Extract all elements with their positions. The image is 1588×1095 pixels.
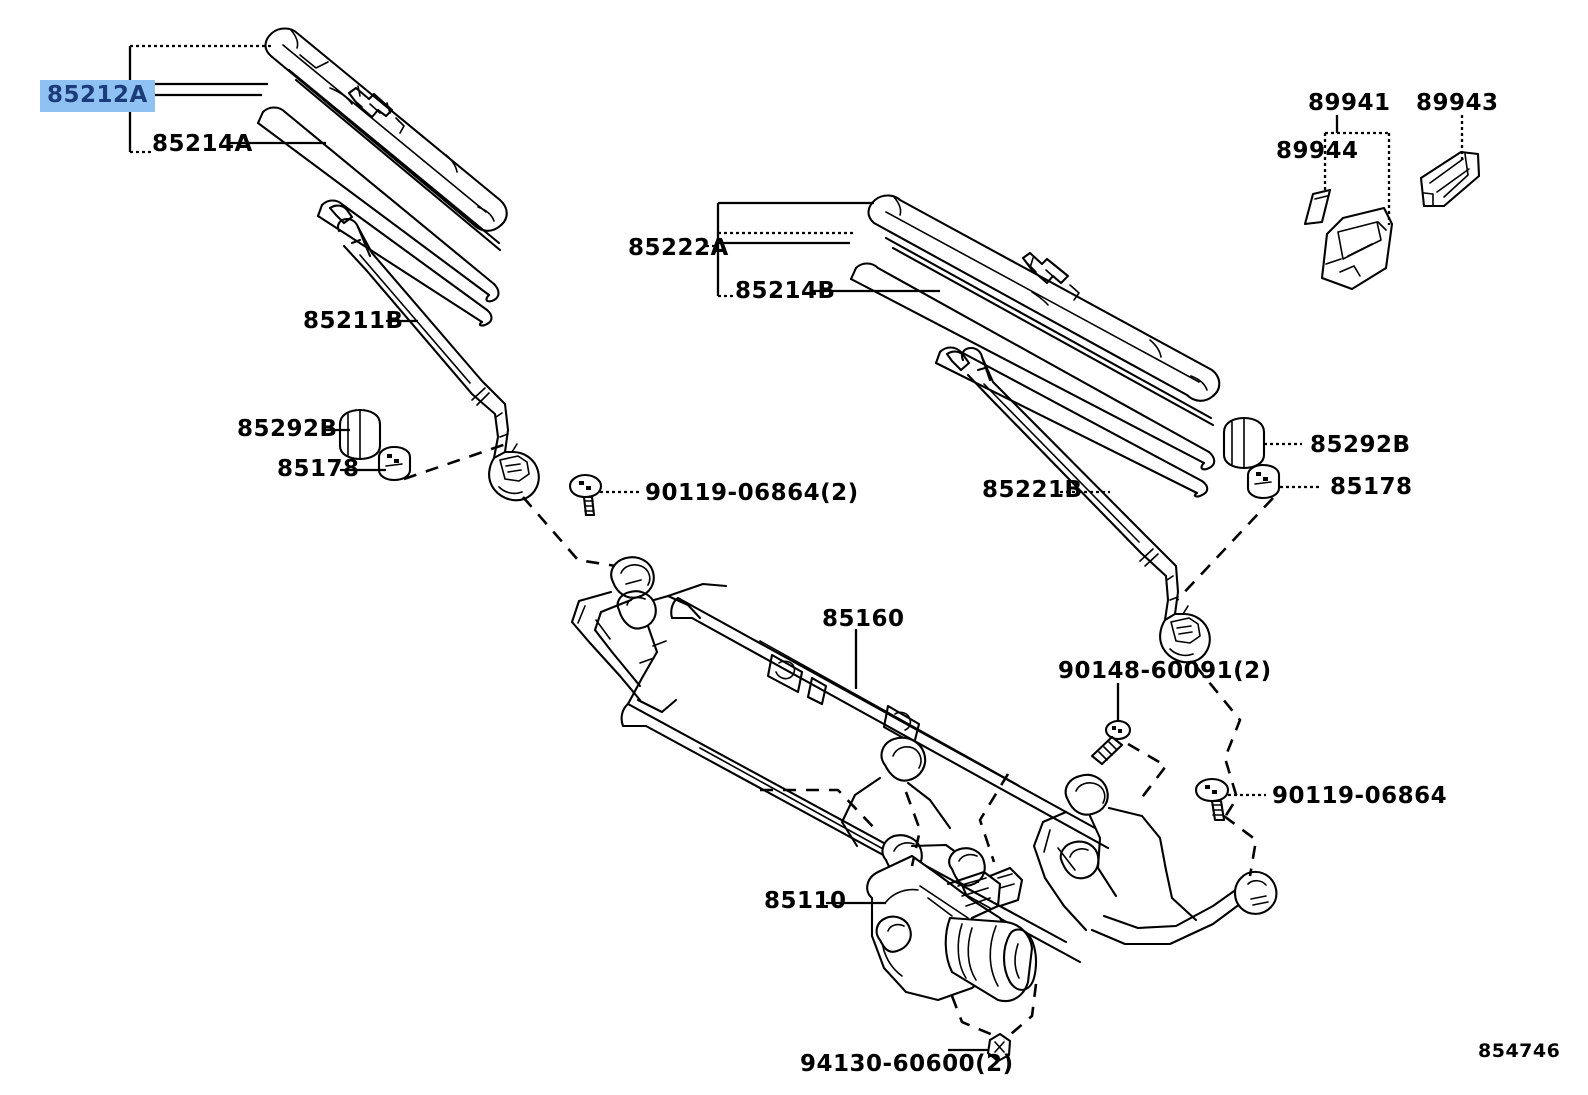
callout-front-wiper-blade-assembly-rh[interactable]: 85212A bbox=[40, 80, 155, 112]
wiper-motor bbox=[760, 773, 1038, 1063]
wiper-arm-lh bbox=[960, 346, 1281, 821]
diagram-figure-number: 854746 bbox=[1478, 1040, 1561, 1062]
callout-windshield-wiper-arm-rh[interactable]: 85211B bbox=[303, 308, 404, 334]
wiper-blade-assembly-lh bbox=[849, 194, 1221, 498]
wiper-blade-assembly-rh bbox=[256, 27, 508, 327]
rain-sensor-group bbox=[1303, 150, 1481, 291]
callout-windshield-wiper-arm-lh[interactable]: 85221B bbox=[982, 477, 1083, 503]
callout-rain-sensor-gel-pad[interactable]: 89944 bbox=[1276, 138, 1359, 164]
callout-wiper-blade-rubber-lh[interactable]: 85214B bbox=[735, 278, 836, 304]
callout-motor-mounting-grommet-pair[interactable]: 94130-60600(2) bbox=[800, 1051, 1014, 1077]
callout-wiper-arm-nut-cap-lh[interactable]: 85178 bbox=[1330, 474, 1413, 500]
callout-wiper-blade-rubber-rh[interactable]: 85214A bbox=[152, 131, 253, 157]
callout-wiper-arm-head-cap-rh[interactable]: 85292B bbox=[237, 416, 338, 442]
callout-wiper-link-assembly[interactable]: 85160 bbox=[822, 606, 905, 632]
callout-front-wiper-blade-assembly-lh[interactable]: 85222A bbox=[628, 235, 729, 261]
callout-wiper-arm-bolt-pair[interactable]: 90119-06864(2) bbox=[645, 480, 859, 506]
callout-link-mounting-bolt[interactable]: 90119-06864 bbox=[1272, 783, 1448, 809]
callout-wiper-arm-nut-cap-rh[interactable]: 85178 bbox=[277, 456, 360, 482]
link-mounting-bolt-lower bbox=[1194, 777, 1258, 877]
callout-wiper-arm-head-cap-lh[interactable]: 85292B bbox=[1310, 432, 1411, 458]
link-mounting-screw bbox=[1090, 719, 1168, 801]
callout-link-mounting-screw-pair[interactable]: 90148-60091(2) bbox=[1058, 658, 1272, 684]
callout-rain-sensor[interactable]: 89941 bbox=[1308, 90, 1391, 116]
callout-rain-sensor-cover[interactable]: 89943 bbox=[1416, 90, 1499, 116]
wiper-arm-rh bbox=[336, 217, 617, 568]
wiper-link-assembly bbox=[570, 556, 1278, 964]
callout-windshield-wiper-motor[interactable]: 85110 bbox=[764, 888, 847, 914]
